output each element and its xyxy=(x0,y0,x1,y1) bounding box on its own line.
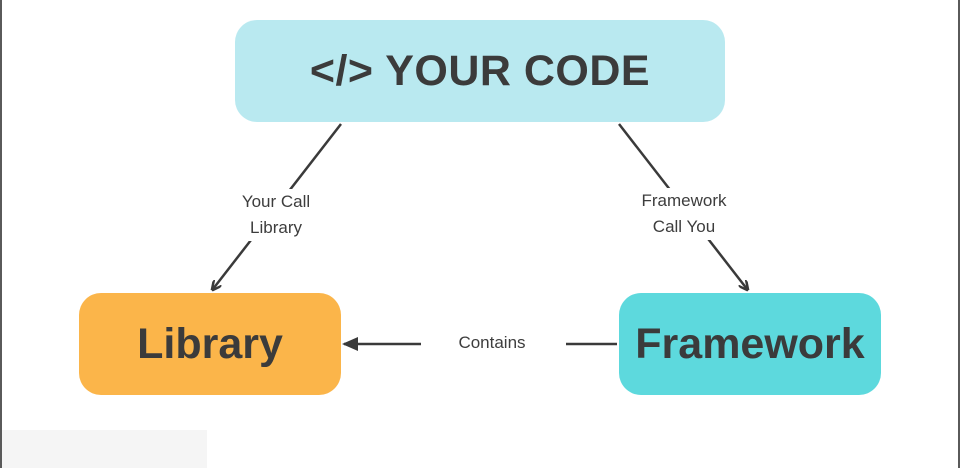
edge-label-contains: Contains xyxy=(440,330,544,356)
edge-label-line: Library xyxy=(250,218,302,237)
edge-label-line: Framework xyxy=(641,191,727,210)
edge-label-your-call-library: Your Call Library xyxy=(230,189,322,241)
node-library: Library xyxy=(79,293,341,395)
frame-border-right xyxy=(958,0,960,468)
edge-label-framework-call-you: Framework Call You xyxy=(626,188,742,240)
node-framework: Framework xyxy=(619,293,881,395)
edge-label-line: Call You xyxy=(652,217,716,236)
frame-border-left xyxy=(0,0,2,468)
edge-label-line: Your Call xyxy=(241,192,311,211)
node-your-code: </> YOUR CODE xyxy=(235,20,725,122)
corner-patch xyxy=(2,430,207,468)
